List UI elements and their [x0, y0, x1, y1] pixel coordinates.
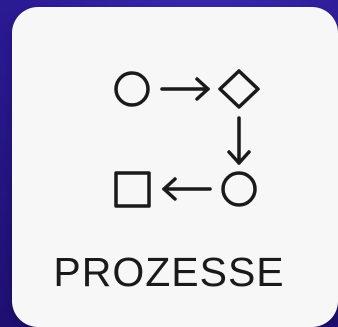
arrow-left-icon [162, 177, 212, 201]
process-tile[interactable] [12, 7, 338, 327]
decision-diamond-icon [218, 69, 260, 109]
start-circle-icon [114, 71, 150, 107]
arrow-down-icon [227, 116, 251, 165]
tile-label: PROZESSE [53, 249, 285, 295]
task-square-icon [114, 171, 151, 208]
arrow-right-icon [160, 77, 210, 101]
end-circle-icon [221, 171, 257, 207]
